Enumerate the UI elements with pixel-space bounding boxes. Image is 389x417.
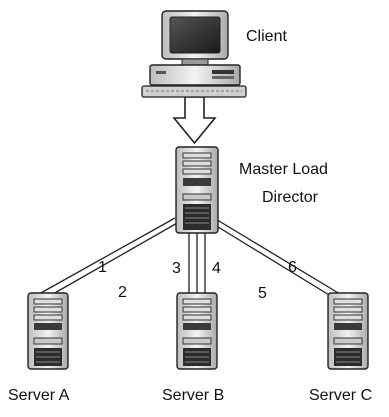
connection-number-6: 6 (288, 259, 297, 276)
server-b-icon (176, 292, 218, 370)
server-a-label: Server A (8, 387, 70, 404)
client-label: Client (246, 28, 287, 45)
connection-number-2: 2 (118, 284, 127, 301)
connection-number-1: 1 (98, 259, 107, 276)
connection-number-5: 5 (258, 285, 267, 302)
director-server-icon (175, 146, 219, 234)
director-label-line1: Master Load (239, 161, 328, 178)
server-b-label: Server B (162, 387, 225, 404)
hollow-arrow-down-icon (172, 96, 217, 145)
server-c-icon (327, 292, 369, 370)
link-director-server-a (38, 217, 180, 299)
connection-lines (38, 217, 341, 299)
server-c-label: Server C (309, 387, 373, 404)
connection-number-3: 3 (172, 260, 181, 277)
link-director-server-c (209, 217, 341, 299)
connection-number-4: 4 (212, 260, 221, 277)
link-director-server-b (188, 232, 206, 297)
director-label-line2: Director (262, 189, 319, 206)
client-computer-icon (141, 10, 247, 98)
server-a-icon (27, 292, 69, 370)
